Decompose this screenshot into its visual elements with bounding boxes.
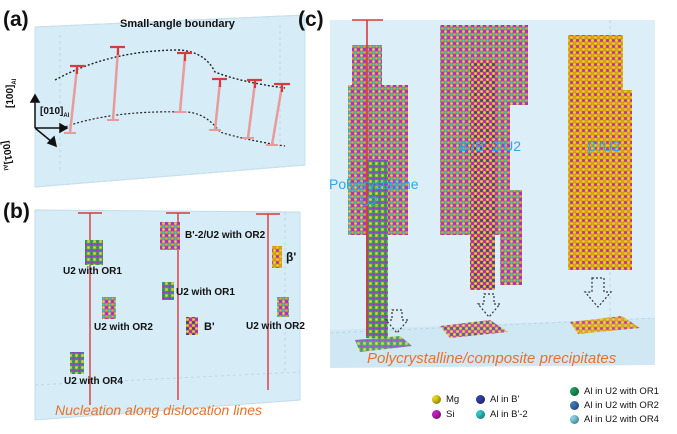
precipitate-b — [186, 317, 198, 335]
precipitate-u2-or2-b — [277, 297, 289, 317]
al-u2-or2-dot-icon — [570, 401, 579, 410]
panel-c-letter: (c) — [298, 8, 324, 31]
precipitate-b2-u2 — [160, 222, 180, 250]
al-b-dot-icon — [476, 395, 485, 404]
panel-b-caption: Nucleation along dislocation lines — [55, 402, 263, 418]
lower-markers — [64, 111, 278, 146]
panel-b-precipitates — [70, 222, 289, 374]
legend-al-u2-or2: Al in U2 with OR2 — [570, 400, 659, 411]
precipitate-u2-or4 — [70, 352, 84, 374]
label-b: B' — [204, 321, 215, 333]
beta-column — [568, 35, 632, 270]
precipitate-beta — [272, 246, 282, 268]
panel-a-letter: (a) — [3, 8, 29, 31]
al-u2-or4-dot-icon — [570, 415, 579, 424]
composite-column — [440, 25, 528, 290]
dislocation-markers — [70, 45, 290, 92]
small-angle-boundary-label: Small-angle boundary — [120, 18, 235, 30]
phase-label-beta: β'/U2 — [587, 138, 621, 154]
label-b2-u2-or2: B'-2/U2 with OR2 — [185, 230, 266, 241]
legend-mg: Mg — [432, 394, 459, 405]
polycrystalline-column — [348, 19, 408, 338]
precipitate-u2-or2 — [102, 297, 116, 319]
label-u2-or2: U2 with OR2 — [94, 322, 153, 333]
small-angle-boundary-line — [54, 49, 286, 89]
legend-al-b2: Al in B'-2 — [476, 409, 528, 420]
label-u2-or1: U2 with OR1 — [63, 266, 122, 277]
panel-a-box — [34, 14, 306, 188]
label-beta: β' — [286, 250, 297, 264]
label-u2-or1-b: U2 with OR1 — [176, 287, 235, 298]
dislocation-segments — [68, 49, 284, 146]
mg-dot-icon — [432, 395, 441, 404]
phase-label-composite: B'/B'-2/U2 — [458, 138, 522, 154]
axis-100-label: [100]Al — [5, 78, 18, 108]
legend-al-b: Al in B' — [476, 394, 519, 405]
legend-al-u2-or1: Al in U2 with OR1 — [570, 386, 659, 397]
panel-b-letter: (b) — [3, 200, 30, 223]
al-b2-dot-icon — [476, 410, 485, 419]
panel-c-caption: Polycrystalline/composite precipitates — [367, 350, 617, 367]
axis-arrows — [29, 93, 69, 148]
si-dot-icon — [432, 410, 441, 419]
al-u2-or1-dot-icon — [570, 387, 579, 396]
legend-si: Si — [432, 409, 454, 420]
legend-al-u2-or4: Al in U2 with OR4 — [570, 414, 659, 425]
label-u2-or4: U2 with OR4 — [64, 376, 123, 387]
precipitate-u2-or1-b — [162, 282, 174, 300]
down-arrows — [384, 277, 613, 334]
label-u2-or2-b: U2 with OR2 — [246, 321, 305, 332]
precipitate-u2-or1 — [85, 240, 103, 265]
axis-010-label: [010]Al — [40, 106, 70, 119]
footprints — [355, 316, 640, 352]
